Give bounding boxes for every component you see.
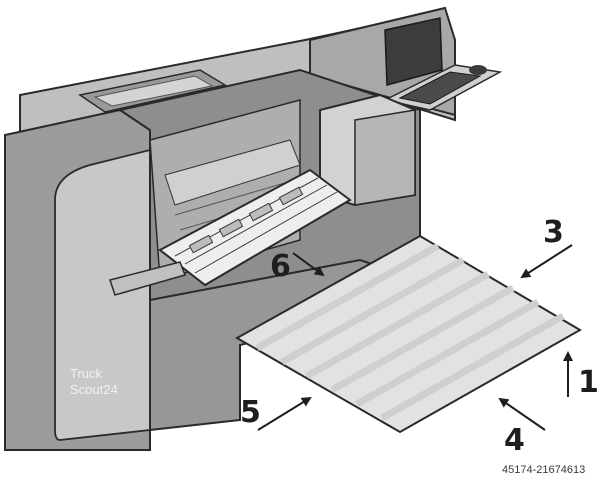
label-3: 3: [543, 215, 564, 250]
label-4: 4: [504, 423, 525, 458]
watermark-line2: Scout24: [70, 382, 118, 397]
keyboard: [398, 71, 482, 105]
label-5: 5: [240, 395, 261, 430]
side-feed-rail: [109, 261, 186, 296]
conveyor-rollers: [174, 177, 338, 274]
label-6: 6: [270, 249, 291, 284]
watermark-line1: Truck: [70, 366, 103, 381]
top-window-inner: [93, 75, 214, 107]
material-sheet: [234, 234, 583, 434]
sheet-stripes: [255, 242, 565, 422]
mouse: [469, 65, 487, 75]
display-screen: [384, 17, 443, 86]
arrow-3: [520, 244, 573, 279]
arrow-6: [292, 252, 325, 277]
reference-id: 45174-21674613: [502, 464, 585, 476]
label-1: 1: [578, 365, 599, 400]
arrow-4: [498, 397, 546, 431]
arrow-5: [257, 396, 312, 431]
feeder-mechanism: [164, 139, 301, 206]
